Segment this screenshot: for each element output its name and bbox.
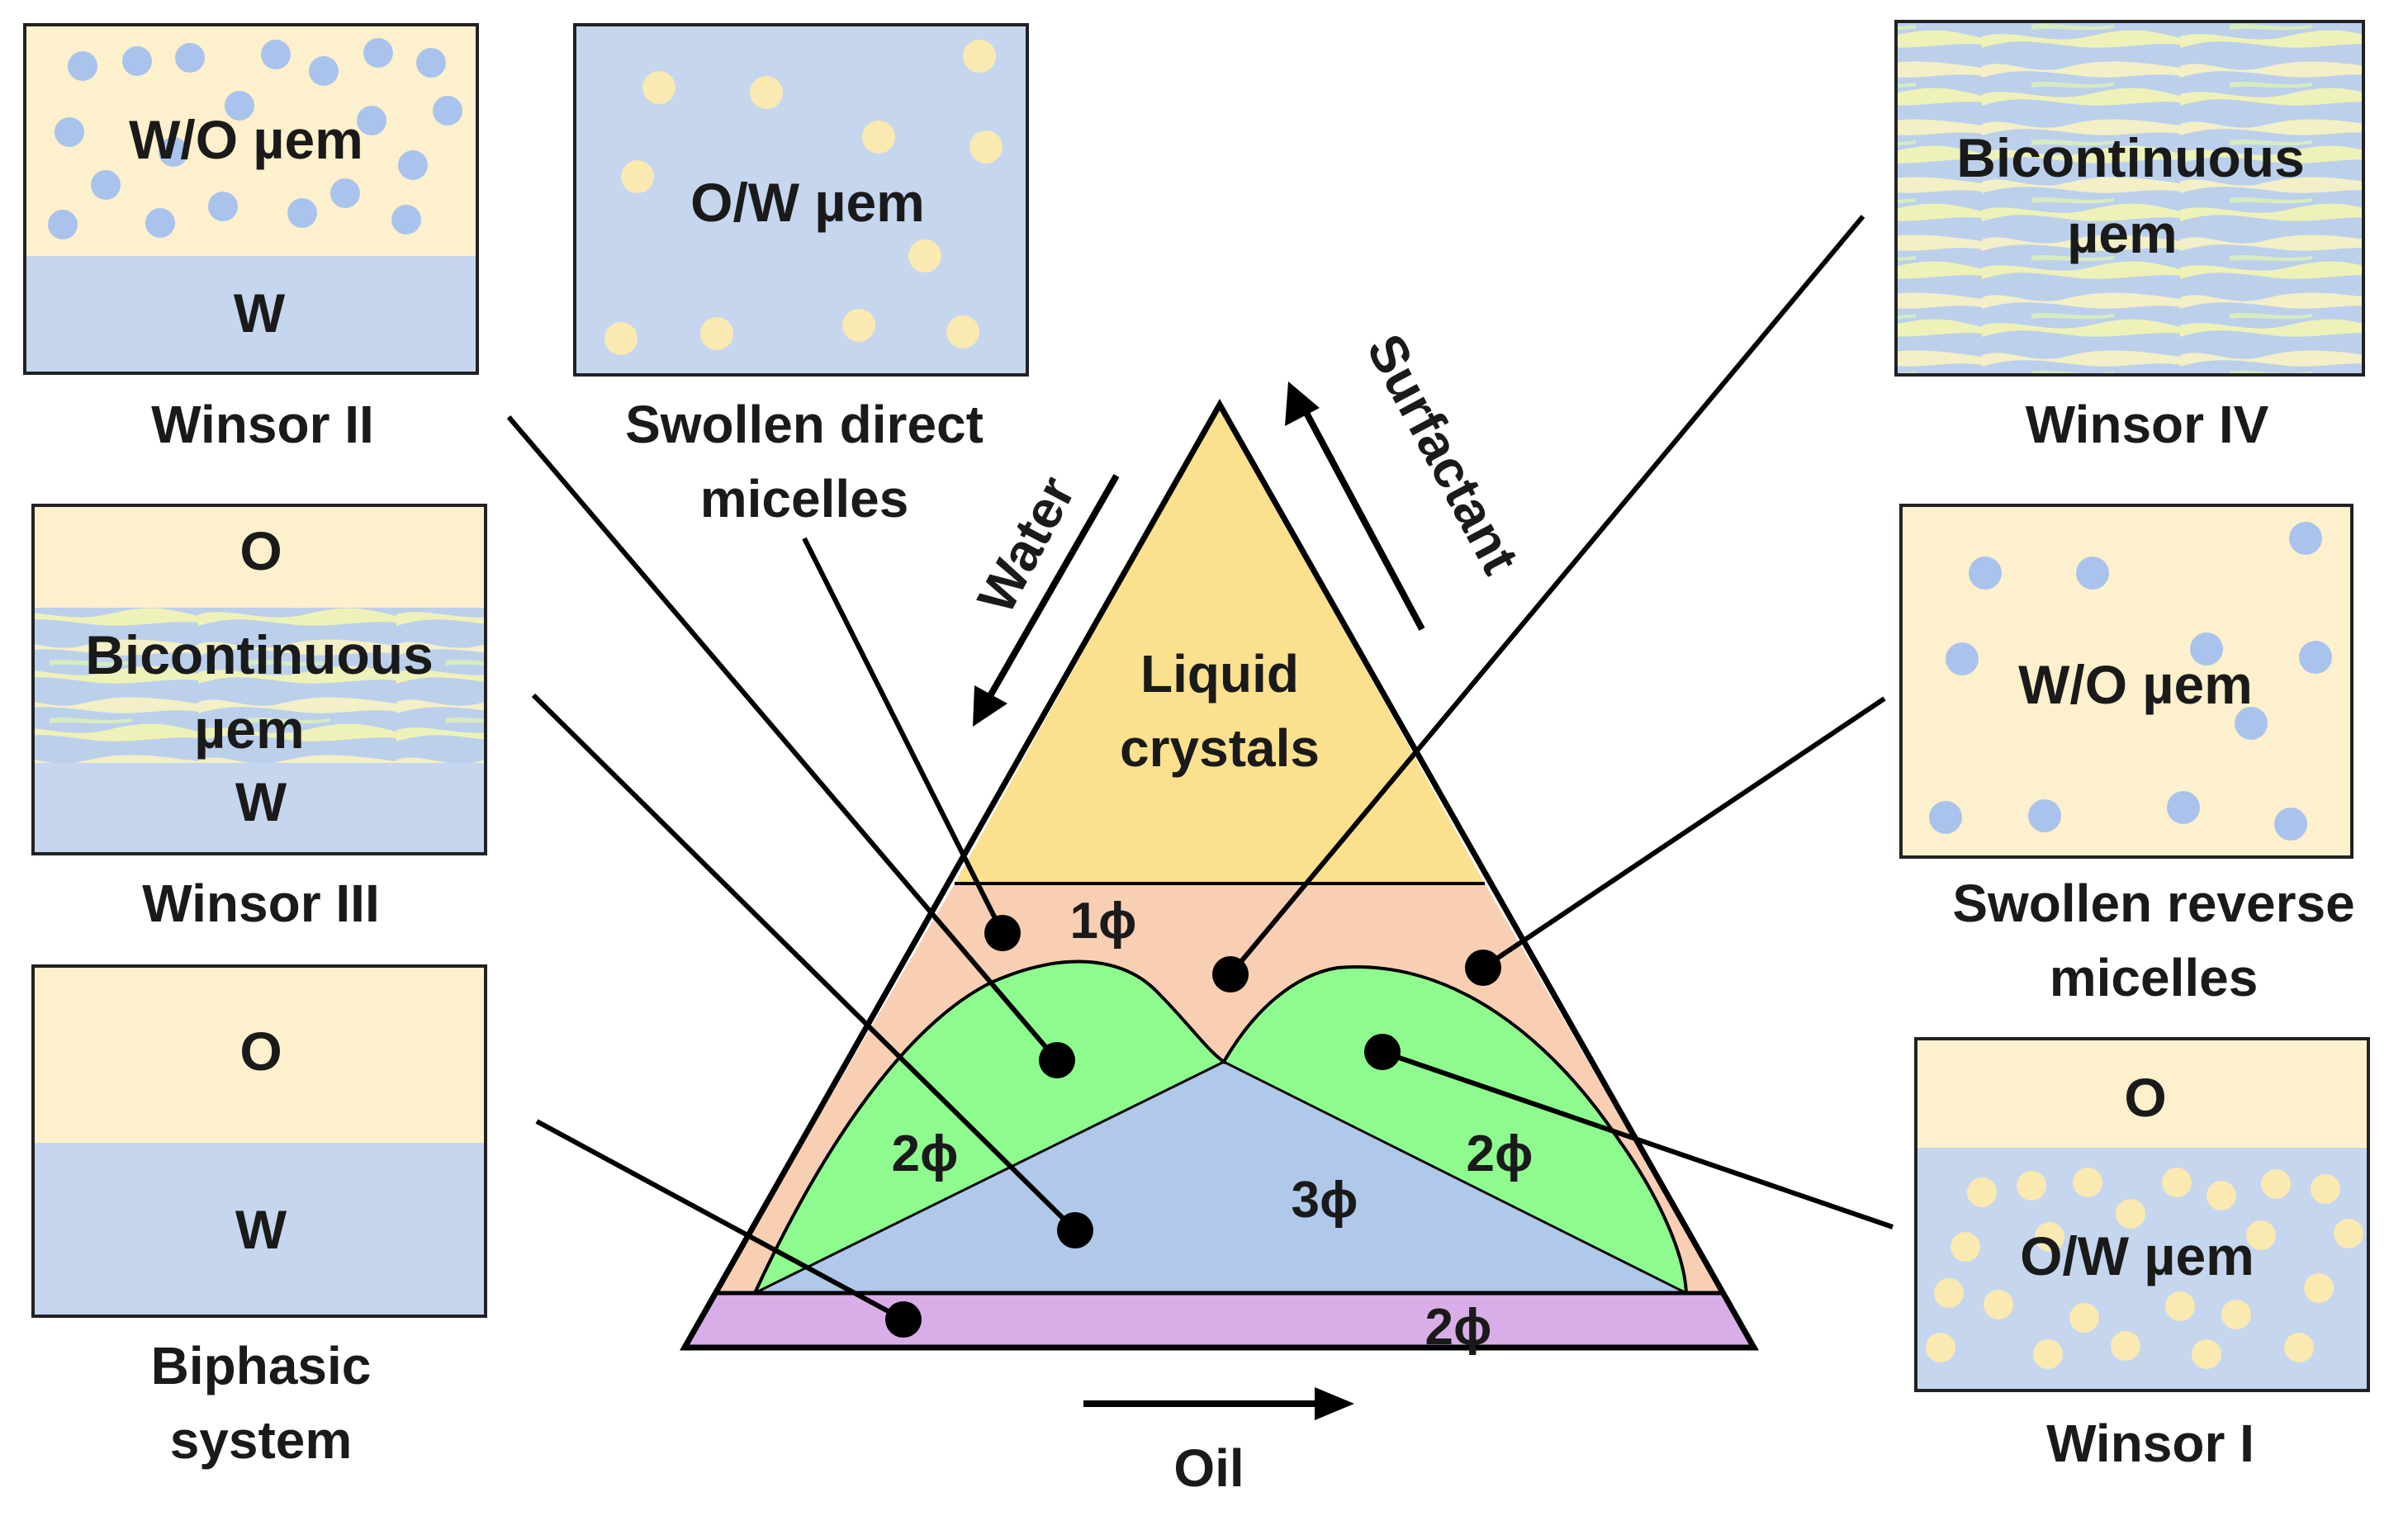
biphasic-panel: O W (31, 964, 487, 1318)
winsor-i-top-text: O (2124, 1067, 2166, 1128)
ternary-triangle: Liquid crystals 1ϕ 2ϕ 2ϕ 3ϕ 2ϕ (679, 398, 1760, 1356)
water-droplets (48, 38, 462, 239)
winsor-iii-top-text: O (239, 520, 282, 581)
one-phase-label: 1ϕ (1070, 893, 1137, 950)
two-phase-left-lobe (755, 961, 1224, 1293)
three-phase-label: 3ϕ (1292, 1172, 1358, 1229)
swollen-direct-point (984, 915, 1021, 951)
winsor-iii-point (1057, 1212, 1093, 1248)
leader-lines (506, 215, 1894, 1338)
oil-droplets (1926, 1168, 2363, 1369)
winsor-ii-panel: W/O µem W (23, 23, 479, 375)
biphasic-point (885, 1301, 922, 1338)
liquid-crystals-label-2: crystals (1120, 718, 1320, 778)
water-droplets (1929, 522, 2332, 841)
winsor-ii-bottom-text: W (234, 282, 286, 343)
biphasic-caption-1: Biphasic (151, 1336, 372, 1395)
swollen-direct-panel: O/W µem (573, 23, 1029, 377)
liquid-crystals-label-1: Liquid (1140, 644, 1299, 704)
swollen-direct-caption-1: Swollen direct (625, 395, 984, 454)
swollen-direct-text: O/W µem (690, 172, 925, 233)
liquid-crystal-region (955, 405, 1485, 884)
two-phase-left-label: 2ϕ (892, 1125, 959, 1182)
two-phase-right-label: 2ϕ (1467, 1125, 1533, 1182)
two-phase-bottom-label: 2ϕ (1425, 1299, 1492, 1356)
winsor-i-point (1364, 1034, 1401, 1070)
winsor-iv-text-1: Bicontinuous (1956, 127, 2305, 188)
swollen-reverse-text: W/O µem (2018, 654, 2253, 715)
winsor-iii-bottom-text: W (235, 771, 287, 832)
swollen-reverse-point (1465, 950, 1501, 986)
biphasic-caption-2: system (170, 1410, 353, 1470)
winsor-ii-top-text: W/O µem (129, 109, 363, 170)
winsor-ii-point (1039, 1042, 1075, 1078)
winsor-i-bottom-text: O/W µem (2020, 1225, 2254, 1286)
swollen-reverse-panel: W/O µem (1899, 504, 2353, 859)
winsor-iii-middle-text-1: Bicontinuous (85, 624, 434, 685)
winsor-iii-middle-text-2: µem (194, 699, 304, 760)
surfactant-arrow (1285, 381, 1425, 631)
swollen-reverse-caption-2: micelles (2050, 948, 2259, 1007)
three-phase-region (755, 1062, 1686, 1293)
oil-arrow (1083, 1387, 1354, 1420)
bottom-two-phase-band (685, 1293, 1754, 1348)
winsor-iv-caption: Winsor IV (2026, 395, 2269, 454)
water-arrow (973, 474, 1120, 727)
winsor-iii-panel: O Bicontinuous µem W (31, 504, 487, 855)
winsor-iv-text-2: µem (2067, 203, 2177, 264)
swollen-reverse-caption-1: Swollen reverse (1952, 874, 2354, 933)
winsor-ii-caption: Winsor II (151, 395, 374, 454)
surfactant-label: Surfactant (1355, 325, 1530, 583)
oil-label: Oil (1173, 1438, 1244, 1498)
winsor-i-caption: Winsor I (2046, 1414, 2254, 1473)
winsor-iv-point (1212, 956, 1249, 993)
winsor-i-panel: O O/W µem (1914, 1037, 2370, 1392)
two-phase-right-lobe (1224, 967, 1686, 1293)
water-label: Water (966, 467, 1087, 623)
winsor-iii-caption: Winsor III (142, 874, 379, 933)
winsor-iv-panel: Bicontinuous µem (1894, 20, 2365, 377)
biphasic-top-text: O (239, 1021, 282, 1082)
swollen-direct-caption-2: micelles (700, 469, 909, 528)
biphasic-bottom-text: W (235, 1199, 287, 1260)
oil-droplets (604, 40, 1003, 355)
